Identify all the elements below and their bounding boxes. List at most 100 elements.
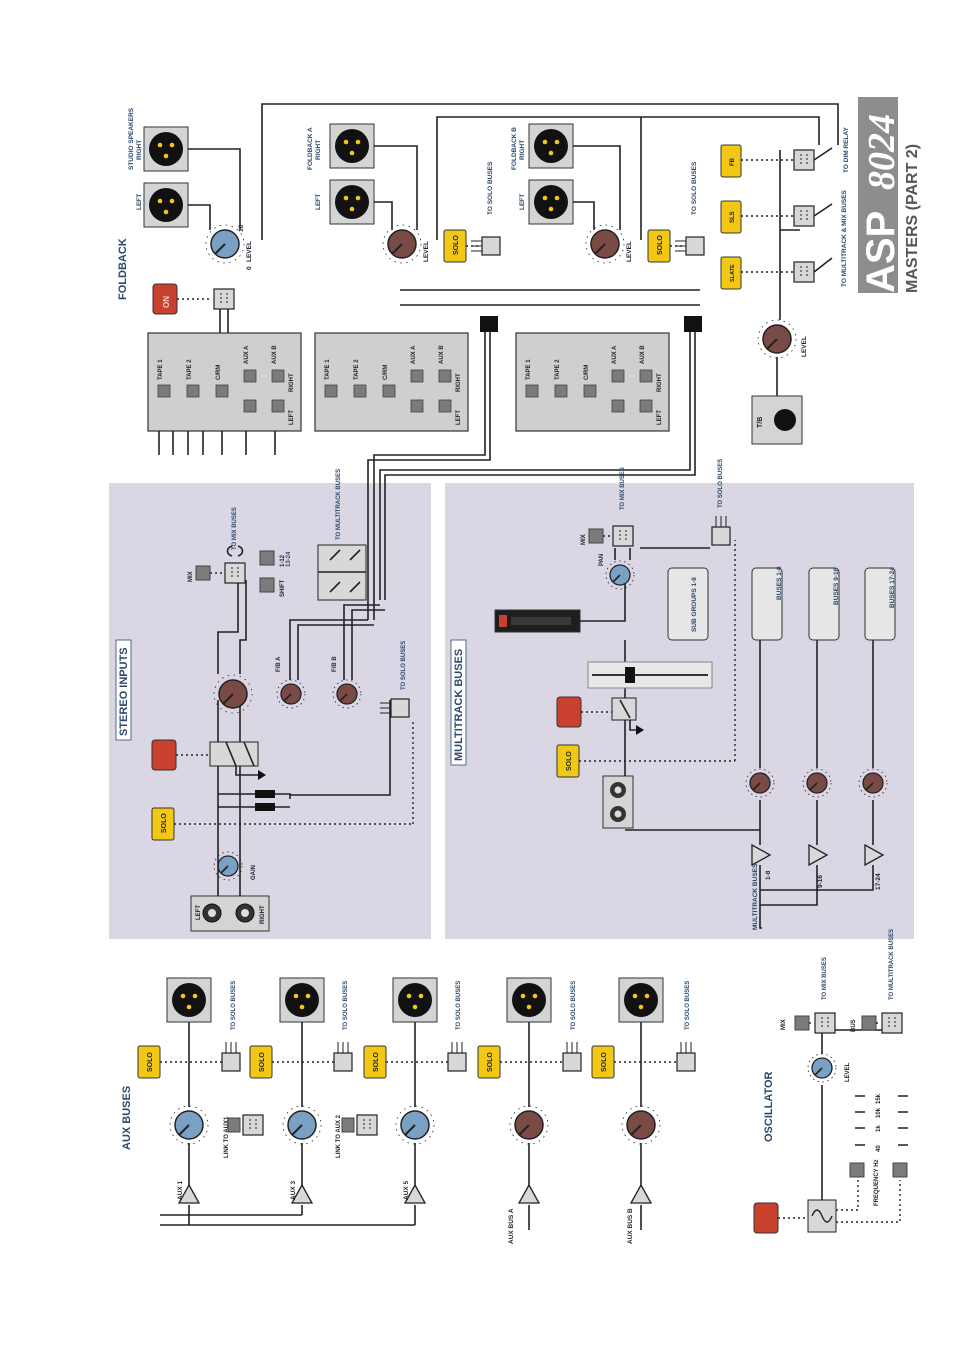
freq-button-1[interactable] [849,1162,865,1178]
brand-model: 8024 [861,114,903,190]
svg-text:RIGHT: RIGHT [519,140,526,160]
stereo-shift-button[interactable] [259,577,275,593]
buses-17-24-connector: BUSES 17-24 [864,567,896,641]
svg-text:AUX A: AUX A [411,345,417,364]
osc-mix-button[interactable] [794,1015,810,1031]
sls-relay [793,205,815,227]
stereo-1-12-button[interactable] [259,550,275,566]
freq-button-2[interactable] [892,1162,908,1178]
mt-solo-button[interactable]: SOLO [556,744,580,778]
aux-1-solo-button[interactable]: SOLO [137,1045,161,1079]
svg-text:TO SOLO BUSES: TO SOLO BUSES [691,161,698,215]
right-btn[interactable] [271,399,285,413]
auxa-btn[interactable] [243,369,257,383]
svg-text:TO SOLO BUSES: TO SOLO BUSES [718,459,724,508]
foldback-b-level-knob[interactable] [585,224,625,264]
svg-text:LEVEL: LEVEL [801,336,808,357]
stereo-inputs-title: STEREO INPUTS [115,639,132,741]
slate-relay [793,261,815,283]
svg-text:FREQUENCY Hz: FREQUENCY Hz [874,1159,880,1206]
svg-text:F/B B: F/B B [332,656,338,672]
multitrack-buses-panel [445,483,914,939]
left-btn[interactable] [243,399,257,413]
svg-text:MIX: MIX [581,534,587,545]
svg-text:SOLO: SOLO [487,1052,494,1072]
slate-button[interactable]: SLATE [720,256,742,290]
mt-meter [494,609,581,633]
svg-text:1-8: 1-8 [765,870,772,880]
aux-3-solo-button[interactable]: SOLO [249,1045,273,1079]
svg-text:LEVEL: LEVEL [845,1062,851,1082]
svg-text:LEFT: LEFT [315,194,322,210]
tape2-btn[interactable] [186,384,200,398]
svg-text:TAPE 1: TAPE 1 [325,359,331,380]
oscillator-on-button[interactable] [753,1202,779,1234]
svg-text:SOLO: SOLO [373,1052,380,1072]
svg-text:TO MULTITRACK BUSES: TO MULTITRACK BUSES [889,929,895,1000]
aux-b-solo-button[interactable]: SOLO [591,1045,615,1079]
svg-text:AUX A: AUX A [244,345,250,364]
svg-text:LINK TO AUX 2: LINK TO AUX 2 [336,1114,342,1158]
svg-text:BUS: BUS [851,1019,857,1032]
svg-text:LEFT: LEFT [657,410,663,425]
mt-input-jacks [602,775,634,829]
foldback-a-solo-button[interactable]: SOLO [443,229,467,263]
svg-text:BUSES 1-8: BUSES 1-8 [776,566,783,600]
svg-text:T/B: T/B [757,417,764,428]
svg-text:LEFT: LEFT [196,905,202,920]
svg-text:SUB GROUPS 1-8: SUB GROUPS 1-8 [691,577,698,632]
stereo-solo-button[interactable]: SOLO [151,807,175,841]
svg-text:SOLO: SOLO [566,751,573,771]
aux-a-solo-button[interactable]: SOLO [477,1045,501,1079]
osc-bus-button[interactable] [861,1015,877,1031]
stereo-on-button[interactable] [151,739,177,771]
svg-text:RIGHT: RIGHT [315,140,322,160]
foldback-on-button[interactable]: ON [152,283,178,315]
svg-text:TO SOLO BUSES: TO SOLO BUSES [343,981,349,1030]
talkback-level-knob[interactable] [757,319,797,359]
svg-text:15k: 15k [876,1093,882,1104]
mt-on-button[interactable] [556,696,582,728]
aux-row-a: SOLO TO SOLO BUSES AUX BUS A [477,977,582,1244]
talkback-mic[interactable]: T/B [751,395,803,445]
stereo-mix-button[interactable] [195,565,211,581]
svg-text:SOLO: SOLO [259,1052,266,1072]
foldback-b-solo-button[interactable]: SOLO [647,229,671,263]
svg-text:AUX 1: AUX 1 [177,1180,184,1200]
crm-btn[interactable] [215,384,229,398]
svg-text:SOLO: SOLO [657,235,664,255]
sls-button[interactable]: SLS [720,200,742,234]
svg-text:SLS: SLS [730,211,736,223]
svg-text:MIX: MIX [188,571,194,582]
svg-text:FOLDBACK A: FOLDBACK A [307,127,314,170]
auxb-btn[interactable] [271,369,285,383]
mt-mix-relay [612,525,634,547]
mt-fader[interactable] [587,661,713,689]
studio-speakers-left-xlr [143,182,189,228]
osc-bus-relay [881,1012,903,1034]
svg-text:BUSES 17-24: BUSES 17-24 [889,567,896,608]
tape1-btn[interactable] [157,384,171,398]
osc-mix-relay [814,1012,836,1034]
stereo-input-jacks: LEFT RIGHT [190,895,270,932]
svg-text:TO DIM RELAY: TO DIM RELAY [843,126,850,173]
svg-text:FOLDBACK B: FOLDBACK B [511,127,518,170]
svg-text:AUX B: AUX B [640,345,646,364]
svg-text:RIGHT: RIGHT [456,373,462,392]
fb-button[interactable]: FB [720,144,742,178]
svg-text:GAIN: GAIN [251,865,257,880]
foldback-b-right-xlr [528,123,574,169]
aux-5-solo-button[interactable]: SOLO [363,1045,387,1079]
svg-text:LEVEL: LEVEL [423,241,430,262]
mt-mix-button[interactable] [588,528,604,544]
section-title-foldback: FOLDBACK [117,238,129,300]
buses-1-8-connector: BUSES 1-8 [751,566,783,641]
svg-text:TAPE 1: TAPE 1 [158,359,164,380]
aux-row-b: SOLO TO SOLO BUSES AUX BUS B [591,977,696,1244]
stereo-mix-relay [224,562,246,584]
svg-text:TO SOLO BUSES: TO SOLO BUSES [571,981,577,1030]
svg-text:TO MIX BUSES: TO MIX BUSES [232,507,238,550]
svg-text:LEVEL: LEVEL [246,241,253,262]
oscillator-level-knob[interactable] [807,1053,837,1083]
foldback-a-level-knob[interactable] [382,224,422,264]
